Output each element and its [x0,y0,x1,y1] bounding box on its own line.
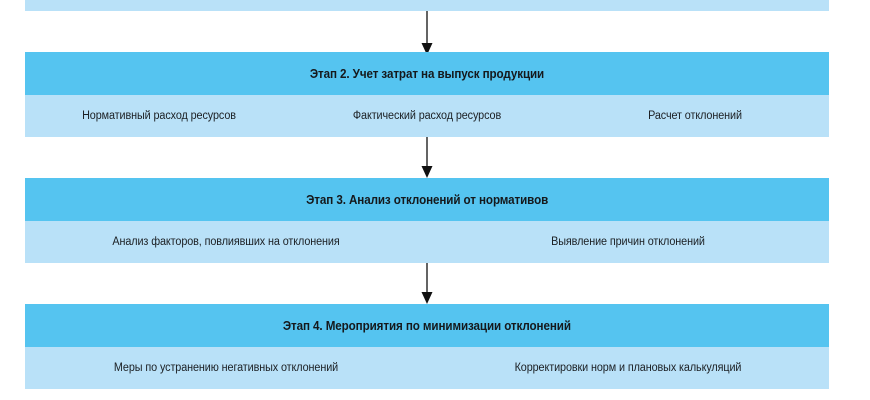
stage-4-title: Этап 4. Мероприятия по минимизации откло… [282,318,572,333]
stage-3-title: Этап 3. Анализ отклонений от нормативов [305,192,549,207]
connector-2-3-arrow [419,137,435,178]
stage-3-item-2: Выявление причин отклонений [551,236,705,248]
stage-3-items-row: Анализ факторов, повлиявших на отклонени… [25,221,829,263]
stage-2-items-row: Нормативный расход ресурсов Фактический … [25,95,829,137]
connector-3-4-arrow [419,263,435,304]
stage-4-item-1: Меры по устранению негативных отклонений [113,362,339,374]
stage-2-item-1: Нормативный расход ресурсов [82,110,236,122]
stage-2-title: Этап 2. Учет затрат на выпуск продукции [309,66,545,81]
connector-1-2-arrow [419,11,435,55]
stage-4-header: Этап 4. Мероприятия по минимизации откло… [25,304,829,347]
stage-2-item-3: Расчет отклонений [648,110,742,122]
stage-2-header: Этап 2. Учет затрат на выпуск продукции [25,52,829,95]
stage-4-item-2: Корректировки норм и плановых калькуляци… [514,362,742,374]
stage-2-item-2: Фактический расход ресурсов [352,110,502,122]
stage-3-header: Этап 3. Анализ отклонений от нормативов [25,178,829,221]
stage-1-items-row [25,0,829,11]
stage-4-items-row: Меры по устранению негативных отклонений… [25,347,829,389]
stage-3-item-1: Анализ факторов, повлиявших на отклонени… [112,236,340,248]
